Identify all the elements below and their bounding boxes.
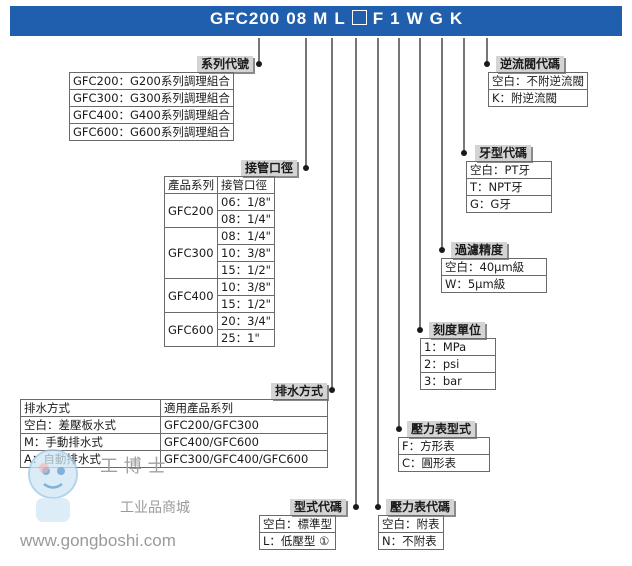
code-model: L (334, 9, 346, 28)
gauge-code-title: 壓力表代碼 (386, 499, 455, 515)
series-row: GFC300：G300系列調理組合 (69, 89, 234, 107)
port-size: 08：1/4" (217, 227, 275, 245)
filter-row: 空白：40μm級 (441, 258, 547, 276)
gauge-type-title: 壓力表型式 (407, 421, 476, 437)
port-series: GFC200 (164, 193, 218, 228)
thread-row: 空白：PT牙 (466, 161, 552, 179)
scale-row: 3：bar (420, 372, 496, 390)
scale-table: 1：MPa 2：psi 3：bar (420, 338, 496, 390)
watermark-mall: 工业品商城 (120, 500, 190, 516)
port-size: 10：3/8" (217, 244, 275, 262)
code-scale: 1 (390, 9, 401, 28)
gauge-type-row: C：圓形表 (398, 454, 490, 472)
gauge-type-row: F：方形表 (398, 437, 490, 455)
thread-row: G：G牙 (466, 195, 552, 213)
gauge-type-table: F：方形表 C：圓形表 (398, 437, 490, 472)
gauge-code-row: 空白：附表 (378, 515, 444, 533)
drain-header-type: 排水方式 (20, 399, 161, 417)
series-title: 系列代號 (197, 56, 254, 72)
scale-row: 2：psi (420, 355, 496, 373)
filter-row: W：5μm級 (441, 275, 547, 293)
port-size: 15：1/2" (217, 261, 275, 279)
check-table: 空白：不附逆流閥 K：附逆流閥 (488, 72, 588, 107)
port-series: GFC300 (164, 227, 218, 279)
scale-title: 刻度單位 (429, 322, 486, 338)
code-series: GFC200 (210, 9, 281, 28)
port-size: 25：1" (217, 329, 275, 347)
series-row: GFC600：G600系列調理組合 (69, 123, 234, 141)
robot-logo-icon (28, 449, 78, 522)
gauge-code-row: N：不附表 (378, 532, 444, 550)
scale-row: 1：MPa (420, 338, 496, 356)
port-series: GFC600 (164, 312, 218, 347)
series-table: GFC200：G200系列調理組合 GFC300：G300系列調理組合 GFC4… (69, 72, 234, 141)
model-row: 空白：標準型 (259, 515, 336, 533)
series-row: GFC400：G400系列調理組合 (69, 106, 234, 124)
thread-table: 空白：PT牙 T：NPT牙 G：G牙 (466, 161, 552, 213)
thread-row: T：NPT牙 (466, 178, 552, 196)
check-row: 空白：不附逆流閥 (488, 72, 588, 90)
drain-type: 空白：差壓板水式 (20, 416, 161, 434)
code-port: 08 (286, 9, 308, 28)
watermark-url: www.gongboshi.com (20, 531, 176, 550)
model-table: 空白：標準型 L：低壓型 ① (259, 515, 336, 550)
port-series: GFC400 (164, 278, 218, 313)
gauge-code-table: 空白：附表 N：不附表 (378, 515, 444, 550)
check-title: 逆流閥代碼 (496, 56, 565, 72)
port-header-size: 接管口徑 (217, 176, 275, 194)
drain-series: GFC300/GFC400/GFC600 (160, 450, 328, 468)
drain-title: 排水方式 (271, 383, 328, 399)
model-row: L：低壓型 ① (259, 532, 336, 550)
thread-title: 牙型代碼 (475, 145, 532, 161)
port-size: 08：1/4" (217, 210, 275, 228)
filter-table: 空白：40μm級 W：5μm級 (441, 258, 547, 293)
code-drain: M (313, 9, 329, 28)
code-gauge (351, 10, 367, 25)
code-thread: G (429, 9, 444, 28)
port-header-series: 產品系列 (164, 176, 218, 194)
check-row: K：附逆流閥 (488, 89, 588, 107)
code-banner (10, 6, 622, 36)
filter-title: 過濾精度 (451, 242, 508, 258)
code-gauge-type: F (372, 9, 385, 28)
code-filter: W (406, 9, 424, 28)
model-title: 型式代碼 (290, 499, 347, 515)
watermark-cn: 工 博 士 (100, 456, 166, 477)
port-size: 15：1/2" (217, 295, 275, 313)
port-size: 06：1/8" (217, 193, 275, 211)
series-row: GFC200：G200系列調理組合 (69, 72, 234, 90)
drain-series: GFC400/GFC600 (160, 433, 328, 451)
code-check: K (449, 9, 464, 28)
port-size: 10：3/8" (217, 278, 275, 296)
port-size: 20：3/4" (217, 312, 275, 330)
drain-series: GFC200/GFC300 (160, 416, 328, 434)
port-title: 接管口徑 (241, 160, 298, 176)
drain-type: M：手動排水式 (20, 433, 161, 451)
drain-header-series: 適用產品系列 (160, 399, 328, 417)
